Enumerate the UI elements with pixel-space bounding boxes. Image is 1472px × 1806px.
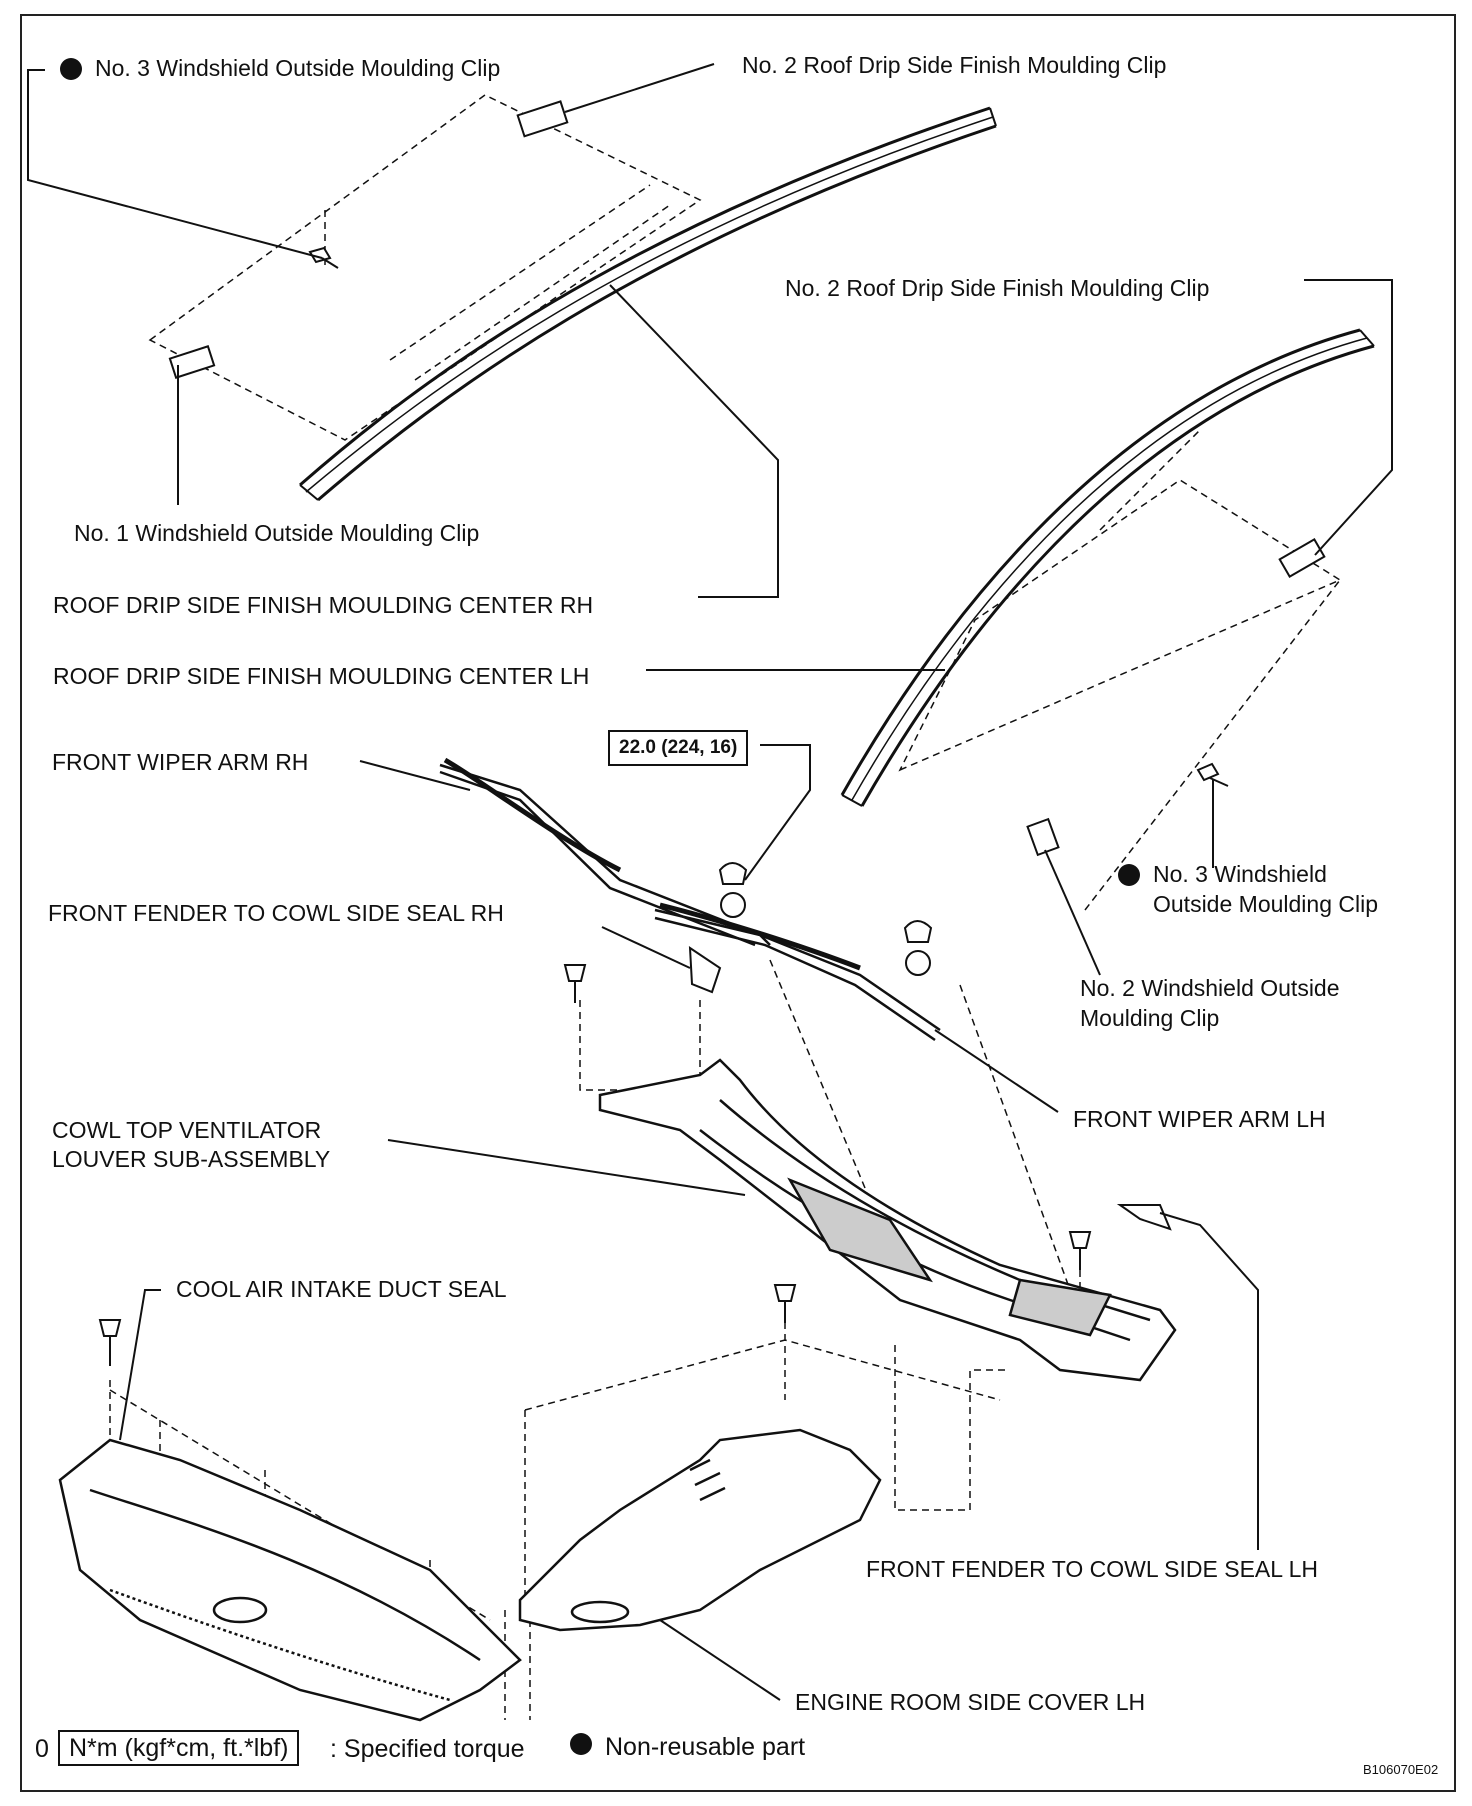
- nut-clip-a: [718, 862, 748, 885]
- roof-moulding-rh: [299, 106, 991, 487]
- leader-torque: [744, 744, 811, 881]
- push-clip-4: [98, 1319, 122, 1366]
- legend-nonreusable-bullet: [570, 1733, 592, 1755]
- push-clip-2: [1068, 1231, 1092, 1270]
- cool-air-intake-seal-part: [58, 1438, 522, 1722]
- torque-spec-box: 22.0 (224, 16): [608, 730, 749, 766]
- label-roof-center-lh: ROOF DRIP SIDE FINISH MOULDING CENTER LH: [53, 663, 590, 689]
- wiper-arm-rh: [439, 763, 771, 946]
- roof-moulding-lh: [840, 328, 1361, 796]
- no2-roof-clip-top-part: [516, 100, 569, 138]
- nonreusable-bullet-right: [1118, 864, 1140, 886]
- no3-ws-clip-right-part: [1196, 762, 1229, 787]
- wiper-arm-lh: [654, 908, 941, 1032]
- leader-engine: [659, 1619, 781, 1701]
- legend-marker: 0: [35, 1735, 49, 1763]
- label-fender-seal-rh: FRONT FENDER TO COWL SIDE SEAL RH: [48, 900, 504, 926]
- leader-no2-roof-right: [1304, 279, 1393, 556]
- label-no2-ws-clip-2: Moulding Clip: [1080, 1005, 1220, 1031]
- label-no1-ws-clip: No. 1 Windshield Outside Moulding Clip: [74, 520, 480, 546]
- leader-seal-lh: [1159, 1212, 1259, 1550]
- label-no3-ws-clip-right-1: No. 3 Windshield: [1153, 861, 1327, 887]
- leader-roof-rh: [609, 284, 779, 598]
- leader-wiper-rh: [359, 760, 471, 791]
- label-roof-center-rh: ROOF DRIP SIDE FINISH MOULDING CENTER RH: [53, 592, 594, 618]
- label-no2-ws-clip-1: No. 2 Windshield Outside: [1080, 975, 1340, 1001]
- leader-no2-ws: [1044, 849, 1101, 976]
- label-no3-ws-clip-right-2: Outside Moulding Clip: [1153, 891, 1379, 917]
- label-wiper-arm-rh: FRONT WIPER ARM RH: [52, 749, 309, 775]
- legend-torque-text: : Specified torque: [330, 1735, 525, 1763]
- leader-cowl: [387, 1139, 746, 1196]
- no2-ws-clip-part: [1026, 817, 1060, 857]
- label-no2-roof-clip-right: No. 2 Roof Drip Side Finish Moulding Cli…: [785, 275, 1210, 301]
- no3-ws-clip-top-part: [308, 246, 339, 269]
- label-cool-air-seal: COOL AIR INTAKE DUCT SEAL: [176, 1276, 507, 1302]
- leader-seal-rh: [601, 926, 691, 969]
- label-wiper-arm-lh: FRONT WIPER ARM LH: [1073, 1106, 1326, 1132]
- label-engine-room-cover: ENGINE ROOM SIDE COVER LH: [795, 1689, 1146, 1715]
- no2-roof-clip-right-part: [1278, 537, 1326, 579]
- wiper-nut-1: [720, 892, 746, 918]
- figure-code: B106070E02: [1363, 1762, 1439, 1777]
- seal-rh-part: [688, 946, 722, 994]
- leader-wiper-lh: [934, 1029, 1059, 1113]
- leader-no2-roof-top: [564, 63, 715, 113]
- legend-torque-unit-box: N*m (kgf*cm, ft.*lbf): [58, 1730, 300, 1766]
- nonreusable-bullet-top: [60, 58, 82, 80]
- label-fender-seal-lh: FRONT FENDER TO COWL SIDE SEAL LH: [866, 1556, 1318, 1582]
- legend-nonreusable-text: Non-reusable part: [605, 1733, 806, 1761]
- diagram-frame: [20, 14, 1456, 1792]
- label-cowl-louver-2: LOUVER SUB-ASSEMBLY: [52, 1146, 331, 1172]
- label-cowl-louver-1: COWL TOP VENTILATOR: [52, 1117, 322, 1143]
- push-clip-3: [773, 1284, 797, 1323]
- engine-room-cover-part: [518, 1428, 882, 1632]
- wiper-nut-2: [905, 950, 931, 976]
- push-clip-1: [563, 964, 587, 1003]
- nut-clip-b: [903, 920, 933, 943]
- label-no2-roof-clip-top: No. 2 Roof Drip Side Finish Moulding Cli…: [742, 52, 1167, 78]
- seal-lh-part: [1116, 1204, 1172, 1231]
- leader-cool-air: [119, 1289, 161, 1441]
- no1-ws-clip-part: [168, 345, 216, 379]
- leader-no3-top: [27, 69, 323, 259]
- label-no3-ws-clip-top: No. 3 Windshield Outside Moulding Clip: [95, 55, 501, 81]
